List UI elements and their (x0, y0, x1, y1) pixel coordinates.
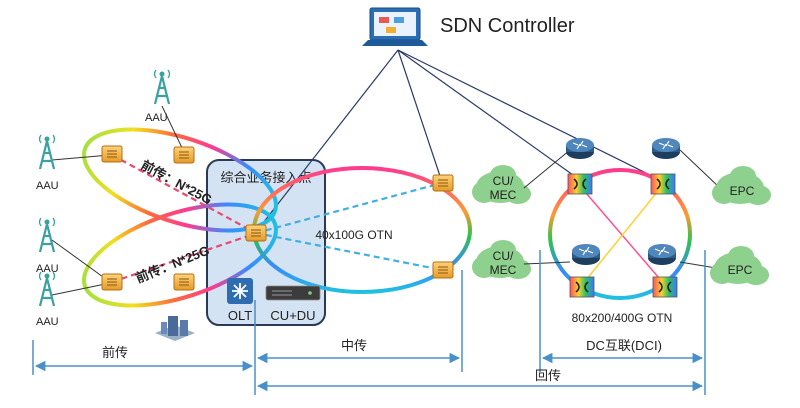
router-icon (647, 243, 677, 266)
otn-node-icon (173, 146, 195, 164)
router-icon (651, 137, 681, 160)
access-otn-node-icon (245, 224, 267, 242)
cu-mec-label-line1: CU/ (493, 249, 514, 263)
otn-node-icon (432, 261, 454, 279)
aau-tower-icon (38, 270, 56, 308)
dci-otn-node-icon (650, 173, 676, 195)
otn-node-icon (432, 174, 454, 192)
span-label-backhaul: 回传 (535, 368, 561, 383)
aau-tower-icon (38, 216, 56, 254)
epc-label: EPC (728, 263, 753, 277)
router-icon (571, 243, 601, 266)
aau-label: AAU (36, 180, 59, 192)
cloud-links (523, 149, 721, 269)
cu-mec-cloud-icon (472, 165, 531, 204)
otn-node-icon (173, 273, 195, 291)
dci-otn-node-icon (569, 276, 595, 298)
router-icon (565, 137, 595, 160)
dci-otn-node-icon (567, 173, 593, 195)
otn-node-icon (101, 273, 123, 291)
span-label-dci: DC互联(DCI) (586, 338, 662, 353)
fronthaul-link-label-bottom: 前传：N*25G (134, 243, 212, 286)
dci-cross-links (579, 185, 666, 286)
epc-cloud-icon (712, 166, 771, 205)
dashed-links (111, 154, 443, 284)
cudu-server-icon (265, 285, 321, 301)
core-ring-label: 40x100G OTN (315, 228, 392, 242)
aau-tower-icon (38, 133, 56, 171)
dci-otn-node-icon (652, 276, 678, 298)
building-icon (155, 316, 195, 341)
sdn-controller-label: SDN Controller (440, 15, 575, 37)
olt-icon (227, 278, 253, 304)
cu-mec-label-line1: CU/ (493, 174, 514, 188)
aau-links (51, 105, 185, 296)
sdn-controller-icon (362, 7, 428, 46)
fronthaul-link-label-top: 前传：N*25G (139, 157, 215, 207)
span-label-midhaul: 中传 (341, 338, 367, 353)
dci-otn-ring (548, 168, 692, 300)
aau-label: AAU (145, 112, 168, 124)
controller-links (255, 49, 661, 233)
dci-ring-label: 80x200/400G OTN (572, 311, 673, 325)
fronthaul-rings (82, 127, 278, 308)
cu-mec-cloud-icon (472, 240, 531, 279)
aau-label: AAU (36, 316, 59, 328)
cu-mec-label-line2: MEC (490, 188, 517, 202)
olt-label: OLT (228, 308, 252, 323)
aau-tower-icon (153, 68, 171, 106)
cudu-label: CU+DU (270, 308, 315, 323)
epc-cloud-icon (710, 246, 769, 285)
access-point-label: 综合业务接入点 (220, 170, 311, 185)
span-label-fronthaul: 前传 (102, 345, 128, 360)
span-arrows (34, 352, 704, 392)
otn-node-icon (101, 145, 123, 163)
epc-label: EPC (730, 184, 755, 198)
cu-mec-label-line2: MEC (490, 263, 517, 277)
span-ticks (32, 250, 706, 395)
aau-label: AAU (36, 263, 59, 275)
